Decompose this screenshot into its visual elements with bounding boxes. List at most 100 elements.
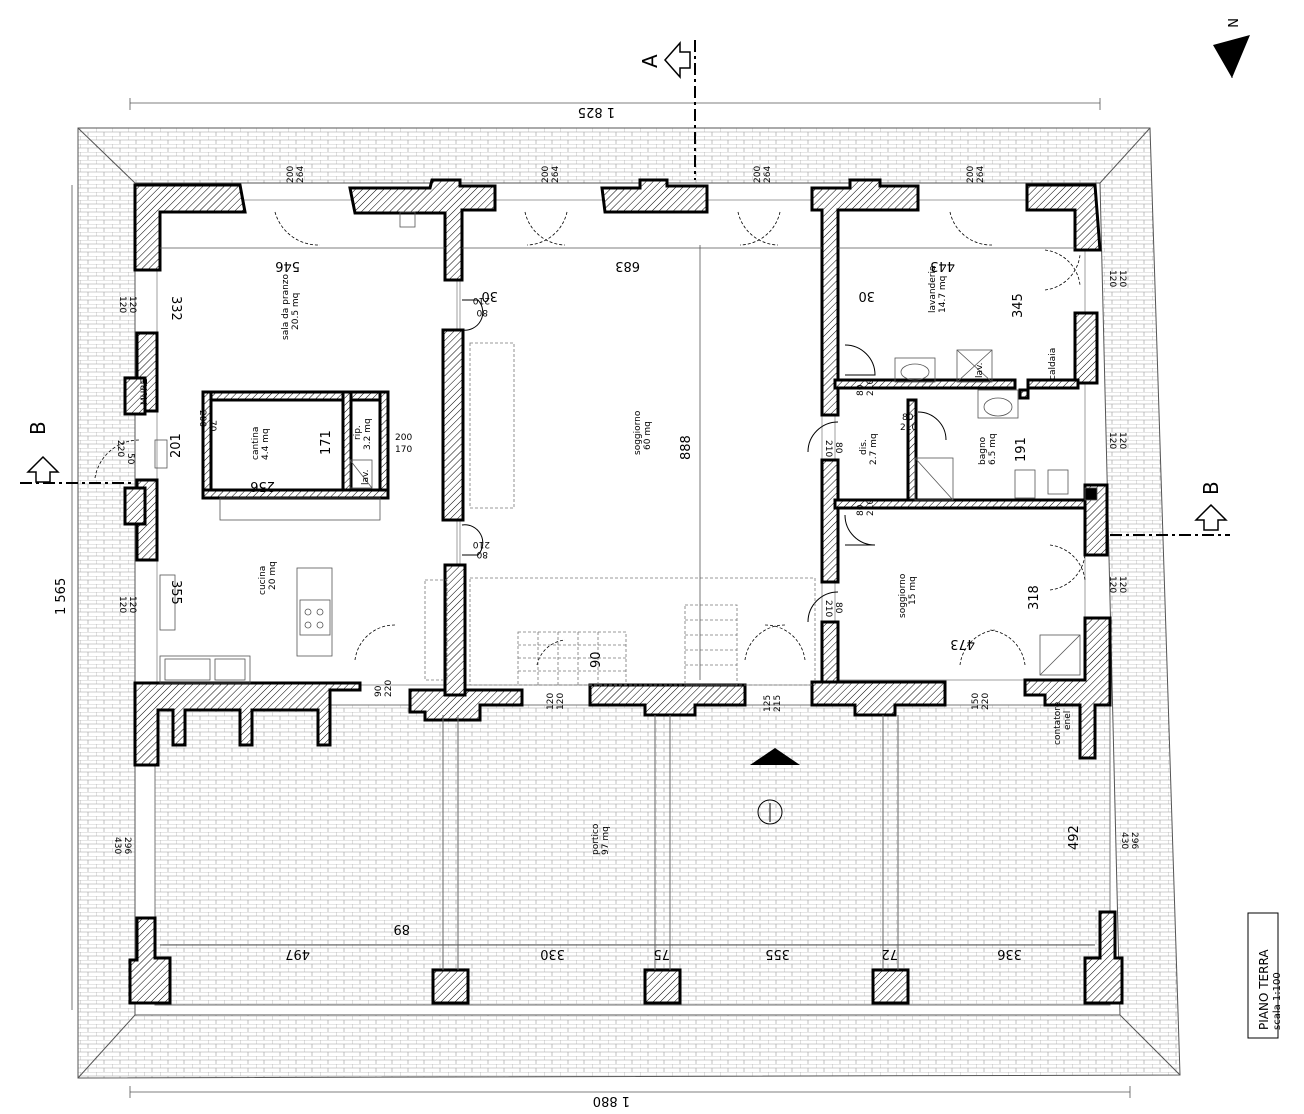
interior-doors xyxy=(461,299,947,623)
drawing-scale: scala 1:100 xyxy=(1272,972,1283,1030)
room-lavanderia-name: lavanderia xyxy=(928,265,938,313)
room-sala-name: sala da pranzo xyxy=(281,273,291,340)
dim-443: 443 xyxy=(930,258,955,273)
win-120l1: 120 xyxy=(117,296,127,313)
door-210c: 210 xyxy=(866,379,876,396)
dim-336: 336 xyxy=(997,946,1022,961)
dim-89: 89 xyxy=(393,921,410,936)
door-210f: 210 xyxy=(866,499,876,516)
dim-546: 546 xyxy=(275,258,300,273)
bot-215: 215 xyxy=(773,695,783,712)
room-soggiorno2-area: 15 mq xyxy=(908,576,918,605)
dim-top-total: 1 825 xyxy=(578,104,615,119)
door-200n: 200 xyxy=(197,410,207,427)
door-210d: 210 xyxy=(900,423,917,433)
dim-473: 473 xyxy=(950,636,975,651)
enel-label: enel xyxy=(1063,711,1073,730)
room-cantina-area: 4.4 mq xyxy=(261,428,271,460)
bot-220: 220 xyxy=(384,680,394,697)
room-bagno-name: bagno xyxy=(978,436,988,465)
room-cucina-name: cucina xyxy=(258,566,268,595)
entry-arrow xyxy=(750,748,800,765)
room-cantina-name: cantina xyxy=(251,427,261,460)
dim-72: 72 xyxy=(881,946,898,961)
win-264b: 264 xyxy=(551,166,561,183)
fixtures xyxy=(154,211,1098,684)
door-80b: 80 xyxy=(476,549,488,559)
win-200c: 200 xyxy=(753,166,763,183)
room-labels: sala da pranzo 20.5 mq cantina 4.4 mq ri… xyxy=(251,265,998,855)
win-120r1b: 120 xyxy=(1117,270,1127,287)
door-80a: 80 xyxy=(476,307,488,317)
win-264c: 264 xyxy=(763,166,773,183)
room-bagno-area: 6.5 mq xyxy=(988,433,998,465)
section-b-right-label: B xyxy=(1199,481,1223,495)
win-200d: 200 xyxy=(966,166,976,183)
dim-318: 318 xyxy=(1027,585,1042,610)
dim-30a: 30 xyxy=(481,288,498,303)
caldaia-label: caldaia xyxy=(1048,348,1058,380)
room-cucina-area: 20 mq xyxy=(268,561,278,590)
win-430l: 430 xyxy=(112,837,122,854)
dim-256: 256 xyxy=(250,478,275,493)
bot-125: 125 xyxy=(763,695,773,712)
dim-345: 345 xyxy=(1011,293,1026,318)
dim-492: 492 xyxy=(1067,825,1082,850)
room-dis-name: dis. xyxy=(859,439,869,455)
win-120r1: 120 xyxy=(1107,270,1117,287)
mure-label: MURE xyxy=(140,378,150,405)
win-296l: 296 xyxy=(122,837,132,854)
dim-30b: 30 xyxy=(858,288,875,303)
dim-171: 171 xyxy=(319,430,334,455)
dimension-lines xyxy=(71,98,1131,1098)
room-dis-area: 2.7 mq xyxy=(869,433,879,465)
title-box xyxy=(1247,912,1279,1039)
bot-150: 150 xyxy=(971,693,981,710)
room-lavanderia-area: 14.7 mq xyxy=(938,276,948,313)
door-80d: 80 xyxy=(902,413,914,423)
door-80e: 80 xyxy=(833,442,843,454)
room-soggiorno2-name: soggiorno xyxy=(898,573,908,618)
room-soggiorno-name: soggiorno xyxy=(633,410,643,455)
win-264d: 264 xyxy=(976,166,986,183)
win-220l: 220 xyxy=(115,440,125,457)
win-430r: 430 xyxy=(1119,832,1129,849)
door-80f: 80 xyxy=(856,504,866,516)
win-120r3b: 120 xyxy=(1117,576,1127,593)
doors xyxy=(94,211,1086,666)
win-50l: 50 xyxy=(125,453,135,465)
dim-left-total: 1 565 xyxy=(54,578,69,615)
contatore-label: contatore xyxy=(1053,701,1063,745)
dim-201: 201 xyxy=(169,433,184,458)
section-markers xyxy=(20,40,1230,536)
dim-191: 191 xyxy=(1014,437,1029,462)
section-b-left-label: B xyxy=(26,421,50,435)
dim-332: 332 xyxy=(168,296,183,321)
door-210a: 210 xyxy=(473,295,490,305)
win-200b: 200 xyxy=(541,166,551,183)
dim-bottom-total: 1 880 xyxy=(593,1093,630,1108)
room-portico-area: 97 mq xyxy=(601,826,611,855)
north-label: N xyxy=(1224,18,1239,28)
walls xyxy=(123,178,1124,1005)
win-120l2b: 120 xyxy=(127,596,137,613)
dim-355b: 355 xyxy=(765,946,790,961)
door-80g: 80 xyxy=(833,602,843,614)
room-rip-area: 3.2 mq xyxy=(363,418,373,450)
dim-330: 330 xyxy=(540,946,565,961)
entry-circle xyxy=(757,799,783,825)
portico-floor xyxy=(154,704,1111,1006)
door-200r: 200 xyxy=(395,433,412,443)
door-70: 70 xyxy=(207,420,217,432)
door-210e: 210 xyxy=(823,440,833,457)
dim-497: 497 xyxy=(285,946,310,961)
room-sala-area: 20.5 mq xyxy=(291,293,301,330)
interior-floor xyxy=(156,199,1086,686)
win-296r: 296 xyxy=(1129,832,1139,849)
lav-label-2: lav. xyxy=(361,469,371,485)
room-portico-name: portico xyxy=(591,823,601,855)
door-210b: 210 xyxy=(473,539,490,549)
bot-120b: 120 xyxy=(556,693,566,710)
